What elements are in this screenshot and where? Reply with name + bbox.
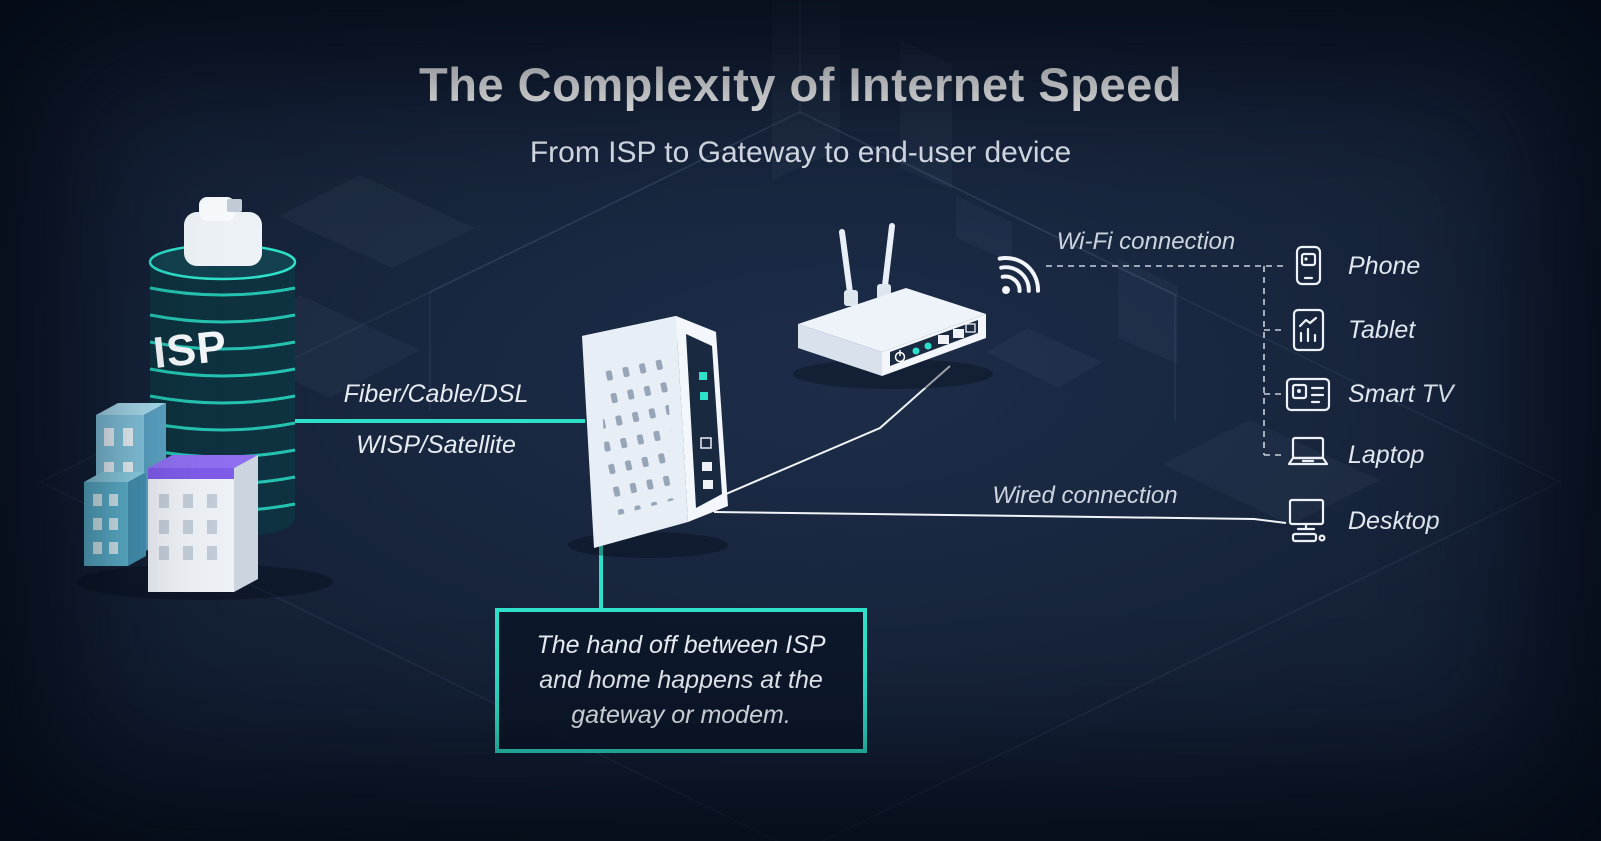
router-antenna-base-left <box>844 290 858 306</box>
modem-indicator-lights <box>699 372 713 489</box>
callout-box: The hand off between ISP and home happen… <box>495 608 867 753</box>
device-row-smart-tv: Smart TV <box>1284 370 1454 418</box>
isp-tower-stripes <box>149 286 296 513</box>
modem-shadow <box>568 532 728 558</box>
device-row-tablet: Tablet <box>1284 306 1415 354</box>
isp-label: ISP <box>151 321 230 377</box>
modem-vent-grid <box>600 350 674 518</box>
wired-connection-line <box>713 511 1287 524</box>
device-row-desktop: Desktop <box>1284 497 1440 545</box>
tablet-icon <box>1292 308 1325 352</box>
device-row-phone: Phone <box>1284 242 1420 290</box>
connection-lines <box>290 265 1287 611</box>
page-title: The Complexity of Internet Speed <box>419 58 1182 111</box>
device-label: Smart TV <box>1348 379 1454 408</box>
desktop-icon <box>1288 498 1326 543</box>
router-shadow <box>793 359 993 389</box>
modem-illustration <box>568 316 728 558</box>
isp-roof-cap <box>184 197 262 266</box>
wifi-connection-label: Wi-Fi connection <box>1056 228 1236 255</box>
window-grid <box>93 494 118 554</box>
floorplan-shapes <box>212 0 1380 525</box>
isp-building-illustration: ISP <box>77 197 333 600</box>
laptop-icon <box>1287 436 1329 466</box>
device-label: Tablet <box>1348 315 1416 344</box>
device-row-laptop: Laptop <box>1284 431 1424 479</box>
device-label: Laptop <box>1348 440 1425 469</box>
device-label: Phone <box>1348 251 1421 280</box>
link-label-wisp: WISP/Satellite <box>356 431 516 459</box>
phone-icon <box>1295 245 1322 286</box>
link-label-fiber: Fiber/Cable/DSL <box>343 380 529 408</box>
city-building-white-purple <box>148 455 258 592</box>
smart-tv-icon <box>1285 377 1331 412</box>
router-front-left-face <box>798 324 882 376</box>
city-building-blue-small <box>84 472 146 566</box>
window-grid <box>159 494 217 560</box>
router-antenna-right <box>881 223 895 297</box>
wired-connection-label: Wired connection <box>992 482 1178 509</box>
router-port-details <box>894 323 976 363</box>
modem-led-panel <box>686 334 722 508</box>
page-subtitle: From ISP to Gateway to end-user device <box>529 136 1072 169</box>
device-label: Desktop <box>1348 506 1440 535</box>
router-illustration <box>793 223 1041 389</box>
router-antenna-left <box>839 229 854 303</box>
router-top-face <box>798 288 986 352</box>
modem-router-cable <box>711 365 951 501</box>
callout-text: The hand off between ISP and home happen… <box>536 631 826 729</box>
wifi-signal-icon <box>997 256 1041 294</box>
